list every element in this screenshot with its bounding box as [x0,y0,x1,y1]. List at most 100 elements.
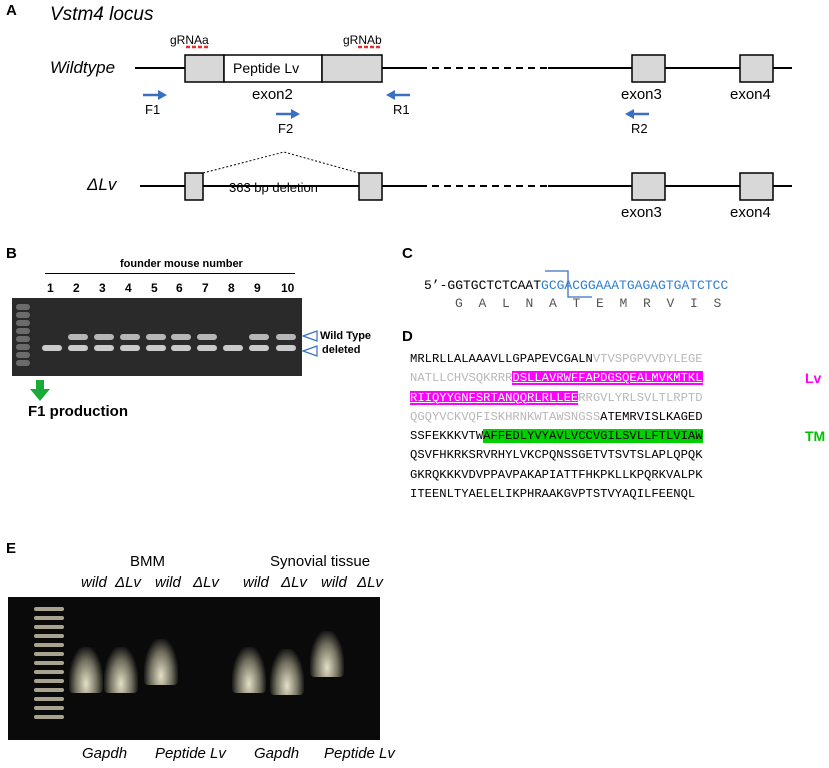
pcr-band [232,647,266,693]
exon4-label: exon4 [730,86,771,103]
tm-domain-segment: AFFEDLYVYAVLVCCVGILSVLLFTLVIAW [483,429,703,444]
gel-band [16,320,30,326]
gel-band [94,345,114,351]
peptide-lv-box [223,54,323,83]
lane-number: 7 [202,281,209,295]
ladder-band [34,652,64,656]
ladder-band [34,634,64,638]
protein-sequence: MRLRLLALAAAVLLGPAPEVCGALNVTVSPGPVVDYLEGE… [410,350,703,504]
sequence-line: RIIQYYGNFSRTANQQRLRLLEERRGVLYRLSVLTLRPTD [410,389,703,408]
lv-peptide-segment: DSLLAVRWFFAPDGSQEALMVKMTKL [512,371,703,386]
gel-band [16,304,30,310]
ladder-band [34,706,64,710]
rtpcr-lane-label: wild [321,574,347,591]
genotyping-gel [12,298,302,376]
grna-a-label: gRNAa [170,33,209,47]
lane-number: 9 [254,281,261,295]
gel-band [249,345,269,351]
wildtype-marker-icon [301,330,318,342]
gel-band [197,334,217,340]
lane-number: 4 [125,281,132,295]
exon2-right-box [321,54,383,83]
gel-band [146,334,166,340]
sequence-segment: ATEMRVISLKAGED [600,409,703,424]
gel-band [16,344,30,350]
signal-segment: RRGVLYRLSVLTLRPTD [578,390,703,405]
gel-band [16,352,30,358]
sequence-line: QGQYVCKVQFISKHRNKWTAWSNGSSATEMRVISLKAGED [410,408,703,427]
founder-header-rule [45,273,295,274]
lane-number: 8 [228,281,235,295]
gel-band [276,345,296,351]
pcr-band [270,649,304,695]
sequence-segment: QSVFHKRKSRVRHYLVKCPQNSSGETVTSVTSLAPLQPQK [410,448,703,463]
dlv-exon3-label: exon3 [621,204,662,221]
amino-acid: A [478,296,487,311]
ladder-band [34,679,64,683]
sequence-line: NATLLCHVSQKRRRDSLLAVRWFFAPDGSQEALMVKMTKL [410,369,703,388]
rtpcr-lane-label: ΔLv [357,574,383,591]
gel-band [249,334,269,340]
rtpcr-lane-label: wild [81,574,107,591]
deleted-band-label: deleted [322,344,361,356]
pcr-band [69,647,103,693]
ladder-band [34,643,64,647]
wildtype-label: Wildtype [50,58,116,77]
lane-number: 6 [176,281,183,295]
f1-arrow-head [158,90,167,100]
gel-band [171,334,191,340]
dlv-exon4-box [739,172,774,201]
grna-b-label: gRNAb [343,33,382,47]
dna-prefix: 5’-GGTGCTCTCAAT [424,278,542,293]
dna-sequence: 5’-GGTGCTCTCAATGCGACGGAAATGAGAGTGATCTCC [424,278,728,293]
synovial-label: Synovial tissue [270,553,371,570]
sequence-segment: MRLRLLALAAAVLLGPAPEVCGALN [410,352,593,366]
ladder-band [34,697,64,701]
lane-number: 1 [47,281,54,295]
gapdh-label-2: Gapdh [254,745,300,762]
sequence-line: MRLRLLALAAAVLLGPAPEVCGALNVTVSPGPVVDYLEGE [410,350,703,369]
lv-peptide-segment: RIIQYYGNFSRTANQQRLRLLEE [410,390,579,405]
pcr-band [104,647,138,693]
locus-title: Vstm4 locus [50,4,154,25]
amino-acid: G [455,296,463,311]
gel-band [16,328,30,334]
signal-segment: NATLLCHVSQKRRR [410,371,513,386]
deletion-label: 363 bp deletion [229,180,318,195]
sequence-segment: GKRQKKKVDVPPAVPAKAPIATTFHKPKLLKPQRKVALPK [410,467,703,482]
sequence-line: GKRQKKKVDVPPAVPAKAPIATTFHKPKLLKPQRKVALPK [410,466,703,485]
dlv-exon2-right-box [358,172,383,201]
founder-header: founder mouse number [120,258,243,270]
sequence-line: QSVFHKRKSRVRHYLVKCPQNSSGETVTSVTSLAPLQPQK [410,446,703,465]
gel-band [276,334,296,340]
rtpcr-lane-label: ΔLv [115,574,141,591]
gapdh-label-1: Gapdh [82,745,128,762]
f1-production-label: F1 production [28,403,128,420]
deleted-marker-icon [301,345,318,357]
dlv-exon2-left-box [184,172,204,201]
gel-band [120,334,140,340]
rtpcr-gel [8,597,380,740]
exon2-left-box [184,54,225,83]
r2-arrow-head [625,109,634,119]
rtpcr-lane-label: wild [155,574,181,591]
gel-band [42,345,62,351]
gel-band [68,345,88,351]
panel-a-letter: A [6,2,17,19]
tm-label: TM [805,428,826,444]
panel-b-letter: B [6,245,17,262]
gel-band [120,345,140,351]
exon2-label: exon2 [252,86,293,103]
band-markers [301,330,318,357]
f2-label: F2 [278,121,294,136]
pcr-band [144,639,178,685]
dna-highlighted: GCGACGGAAATGAGAGTGATCTCC [541,278,729,293]
ladder-band [34,625,64,629]
amino-acid: M [619,296,628,311]
f2-arrow-head [291,109,300,119]
amino-acid: T [572,296,581,311]
gel-band [16,312,30,318]
lane-number: 3 [99,281,106,295]
gel-band [16,360,30,366]
